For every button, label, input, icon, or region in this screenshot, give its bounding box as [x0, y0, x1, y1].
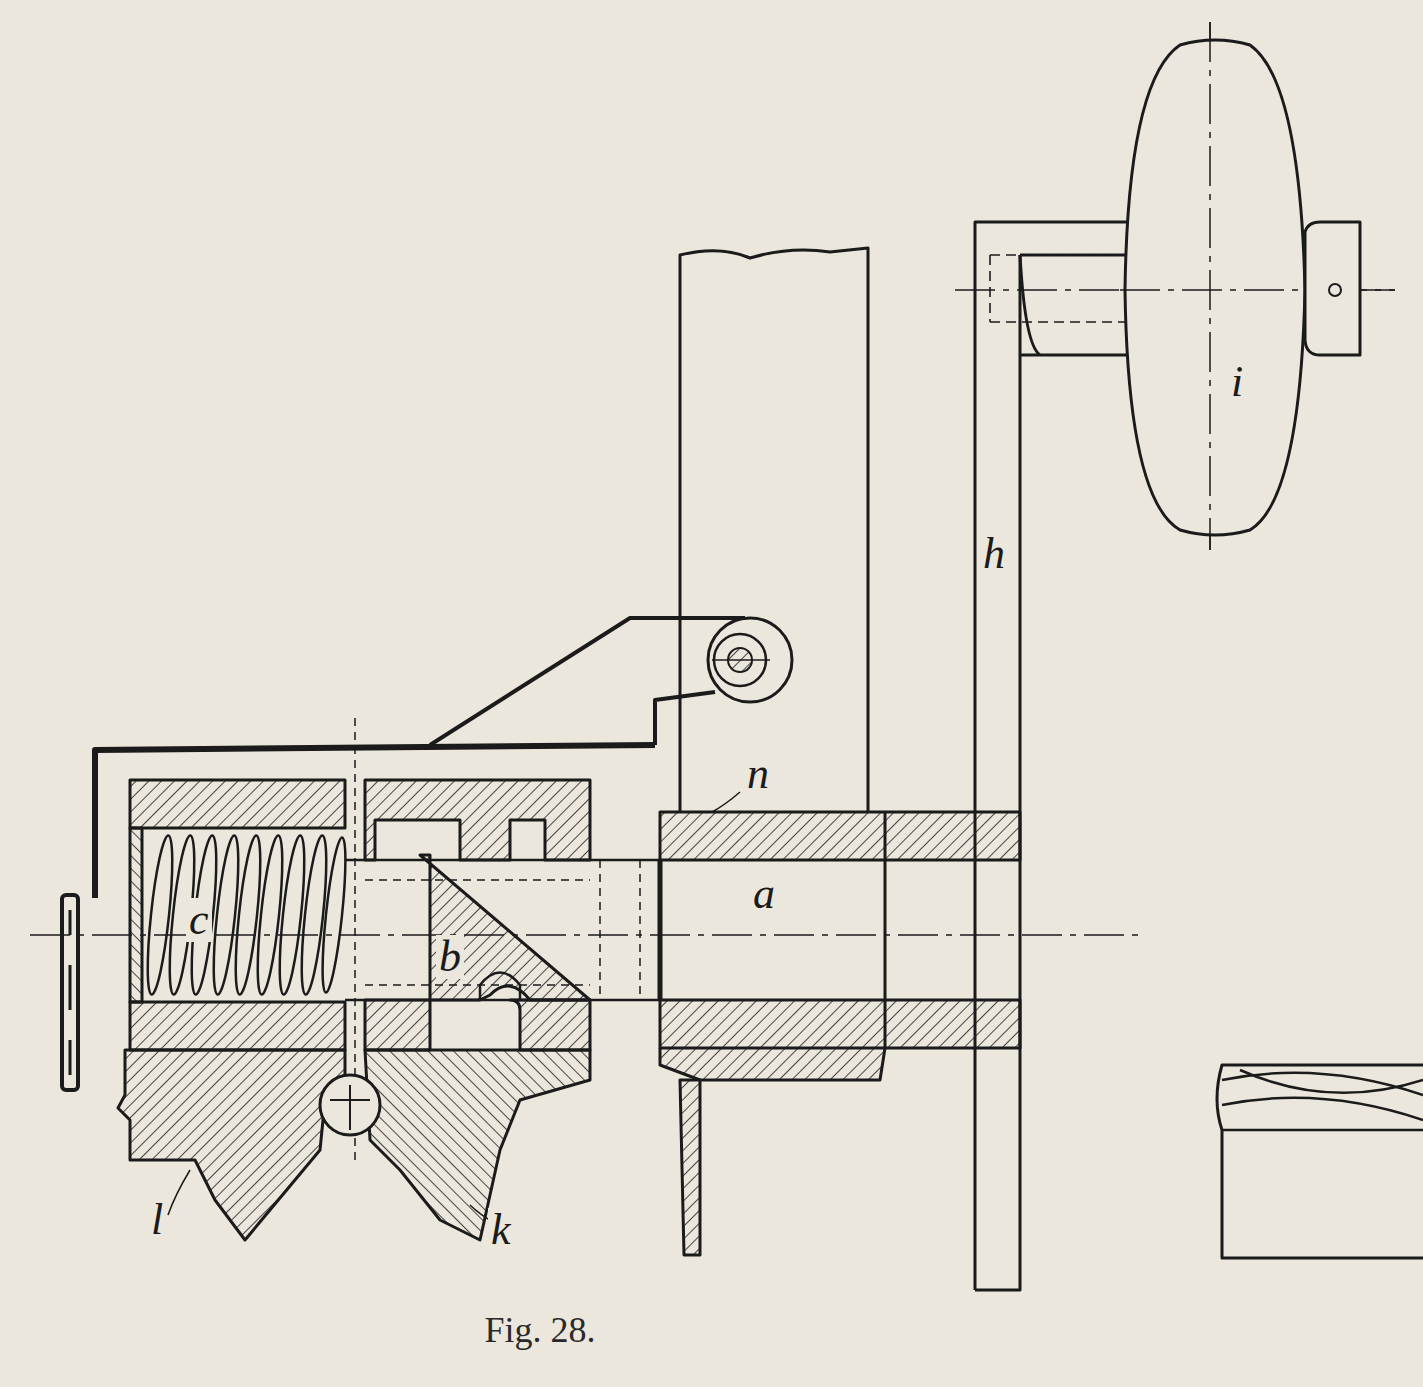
wedge: [420, 855, 590, 1000]
part-letter: l: [148, 1198, 166, 1242]
pivot: [708, 618, 792, 702]
axis-line: [1209, 22, 1211, 550]
part-letter: c: [186, 898, 212, 942]
hub-sleeve: [660, 812, 1020, 860]
hub-sleeve: [660, 1000, 1020, 1048]
column: [680, 248, 868, 812]
jaw: [365, 1050, 590, 1240]
drill: [1217, 1065, 1423, 1258]
part-letter: i: [1228, 360, 1246, 404]
handle: [1125, 40, 1305, 535]
part-letter: k: [488, 1208, 514, 1252]
part-letter: b: [436, 935, 464, 979]
slotted-plate: [62, 895, 78, 1090]
flange: [680, 1080, 700, 1255]
handle-cap: [1305, 222, 1360, 355]
ball-joint: [320, 1075, 380, 1135]
figure-caption: Fig. 28.: [484, 1312, 595, 1348]
part-letter: a: [750, 872, 778, 916]
part-letter: h: [980, 532, 1008, 576]
part-letter: n: [744, 752, 772, 796]
housing: [130, 1002, 345, 1050]
housing: [130, 780, 345, 828]
housing: [365, 780, 590, 860]
spring: [143, 834, 350, 995]
crank-arm: [975, 222, 1140, 1290]
